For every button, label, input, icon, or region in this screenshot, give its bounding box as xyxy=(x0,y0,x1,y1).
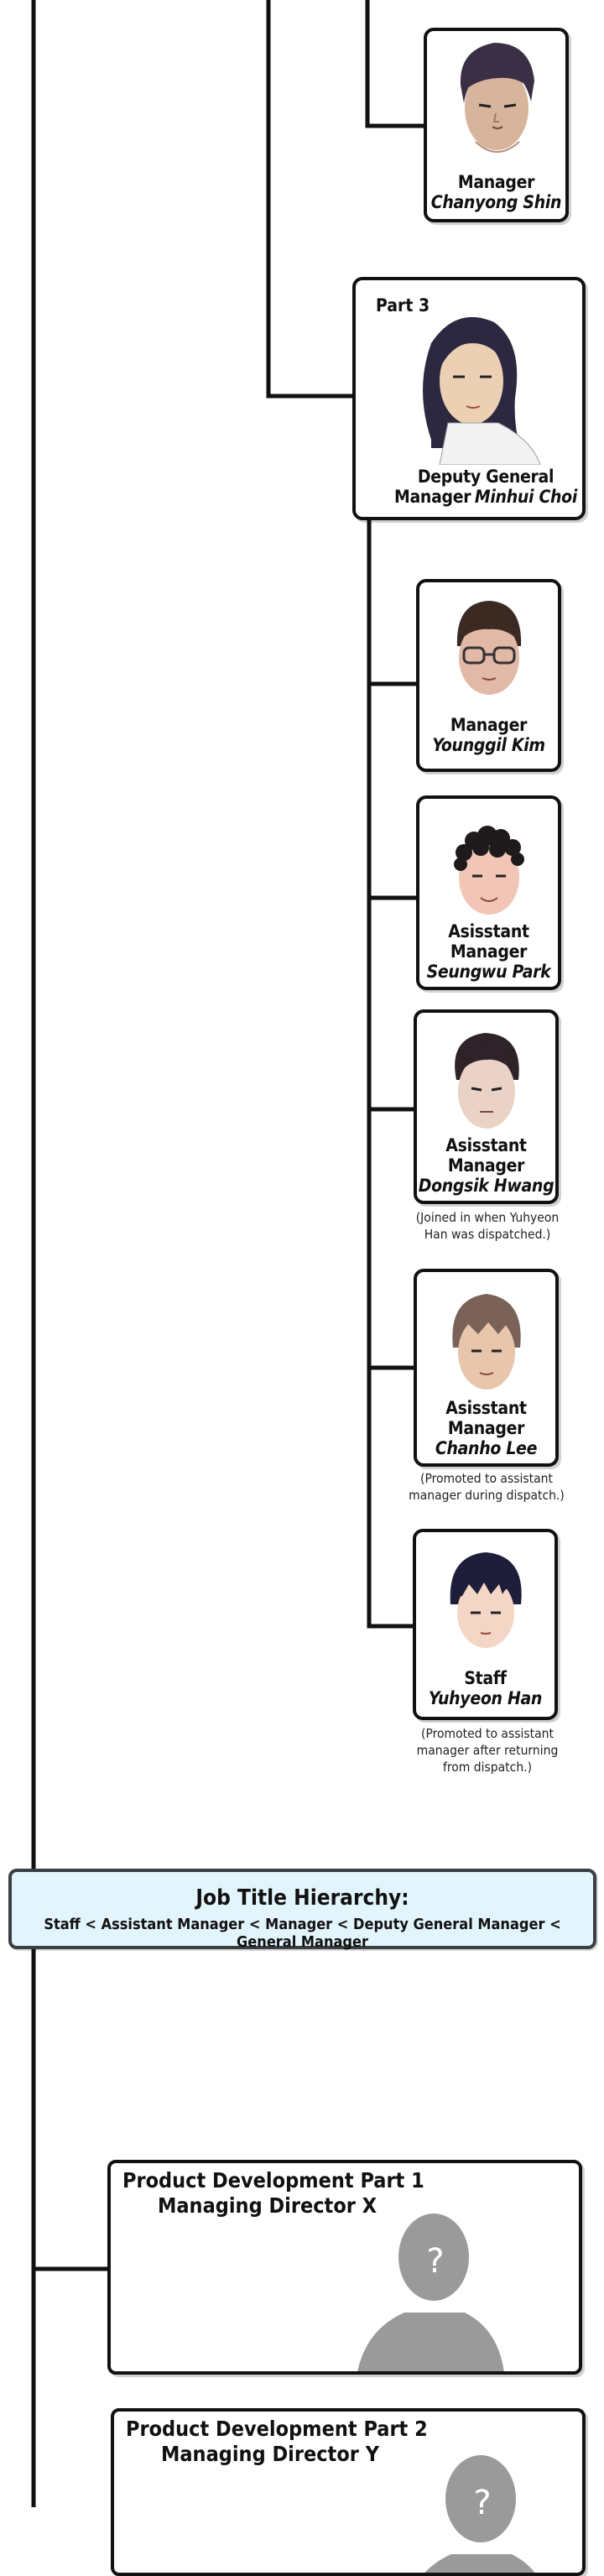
member-card-dongsik-hwang: Asisstant Manager Dongsik Hwang xyxy=(414,1009,559,1204)
member-role: Asisstant xyxy=(445,1398,527,1418)
member-card-chanyong-shin: Manager Chanyong Shin xyxy=(424,28,569,222)
unknown-mark: ? xyxy=(473,2484,491,2522)
part-label: Part 3 xyxy=(376,295,430,315)
unknown-mark: ? xyxy=(426,2242,444,2281)
portrait-minhui-choi xyxy=(423,316,540,465)
member-name: Yuhyeon Han xyxy=(428,1688,543,1709)
note-line: (Promoted to assistant xyxy=(421,1726,554,1741)
portrait-chanho-lee xyxy=(451,1294,521,1390)
member-name: Seungwu Park xyxy=(426,962,551,983)
member-card-younggil-kim: Manager Younggil Kim xyxy=(416,579,561,772)
member-card-seungwu-park: Asisstant Manager Seungwu Park xyxy=(416,795,561,990)
member-role-cont: Manager xyxy=(393,487,471,508)
department-head: Managing Director Y xyxy=(161,2442,379,2466)
org-chart-connectors xyxy=(31,0,426,2507)
member-role: Asisstant xyxy=(448,921,529,941)
member-role-cont: Manager xyxy=(447,1155,525,1176)
unknown-person-silhouette-icon: ? xyxy=(424,2455,535,2573)
note-line: manager after returning xyxy=(416,1743,559,1759)
note-line: (Promoted to assistant xyxy=(420,1471,553,1486)
portrait-seungwu-park xyxy=(453,826,524,915)
member-note-yuhyeon-han: (Promoted to assistant manager after ret… xyxy=(391,1725,584,1776)
member-role: Manager xyxy=(457,172,535,192)
member-note-chanho-lee: (Promoted to assistant manager during di… xyxy=(386,1470,587,1504)
portrait-chanyong-shin xyxy=(460,43,534,153)
portrait-younggil-kim xyxy=(456,601,521,695)
unknown-person-silhouette-icon: ? xyxy=(357,2214,504,2371)
member-name: Dongsik Hwang xyxy=(418,1176,555,1197)
member-name: Chanyong Shin xyxy=(430,192,562,213)
job-title-hierarchy-box: Job Title Hierarchy: Staff < Assistant M… xyxy=(8,1869,596,1951)
hierarchy-title: Job Title Hierarchy: xyxy=(195,1885,409,1911)
member-role: Deputy General xyxy=(417,467,555,487)
note-line: manager during dispatch.) xyxy=(409,1488,565,1504)
department-title: Product Development Part 1 xyxy=(122,2168,424,2193)
portrait-yuhyeon-han xyxy=(450,1552,522,1648)
hierarchy-body: Staff < Assistant Manager < Manager < De… xyxy=(44,1916,561,1951)
portrait-dongsik-hwang xyxy=(454,1033,519,1129)
note-line: Han was dispatched.) xyxy=(424,1227,551,1243)
member-role: Manager xyxy=(450,715,528,735)
member-note-dongsik-hwang: (Joined in when Yuhyeon Han was dispatch… xyxy=(391,1209,584,1243)
member-card-chanho-lee: Asisstant Manager Chanho Lee xyxy=(414,1269,559,1467)
member-name: Minhui Choi xyxy=(474,487,578,508)
member-role-cont: Manager xyxy=(447,1418,525,1439)
department-head: Managing Director X xyxy=(158,2193,378,2218)
member-card-minhui-choi: Part 3 Deputy General Manager Minhui Cho… xyxy=(352,277,586,520)
department-card-part-2: Product Development Part 2 Managing Dire… xyxy=(111,2408,586,2576)
member-name: Younggil Kim xyxy=(432,735,545,756)
member-role: Staff xyxy=(464,1668,507,1688)
note-line: from dispatch.) xyxy=(442,1760,533,1776)
member-role-cont: Manager xyxy=(450,941,528,962)
department-card-part-1: Product Development Part 1 Managing Dire… xyxy=(107,2160,582,2375)
department-title: Product Development Part 2 xyxy=(126,2417,428,2441)
member-role: Asisstant xyxy=(445,1135,527,1155)
member-name: Chanho Lee xyxy=(435,1438,538,1459)
note-line: (Joined in when Yuhyeon xyxy=(415,1210,560,1225)
member-card-yuhyeon-han: Staff Yuhyeon Han xyxy=(413,1529,558,1720)
